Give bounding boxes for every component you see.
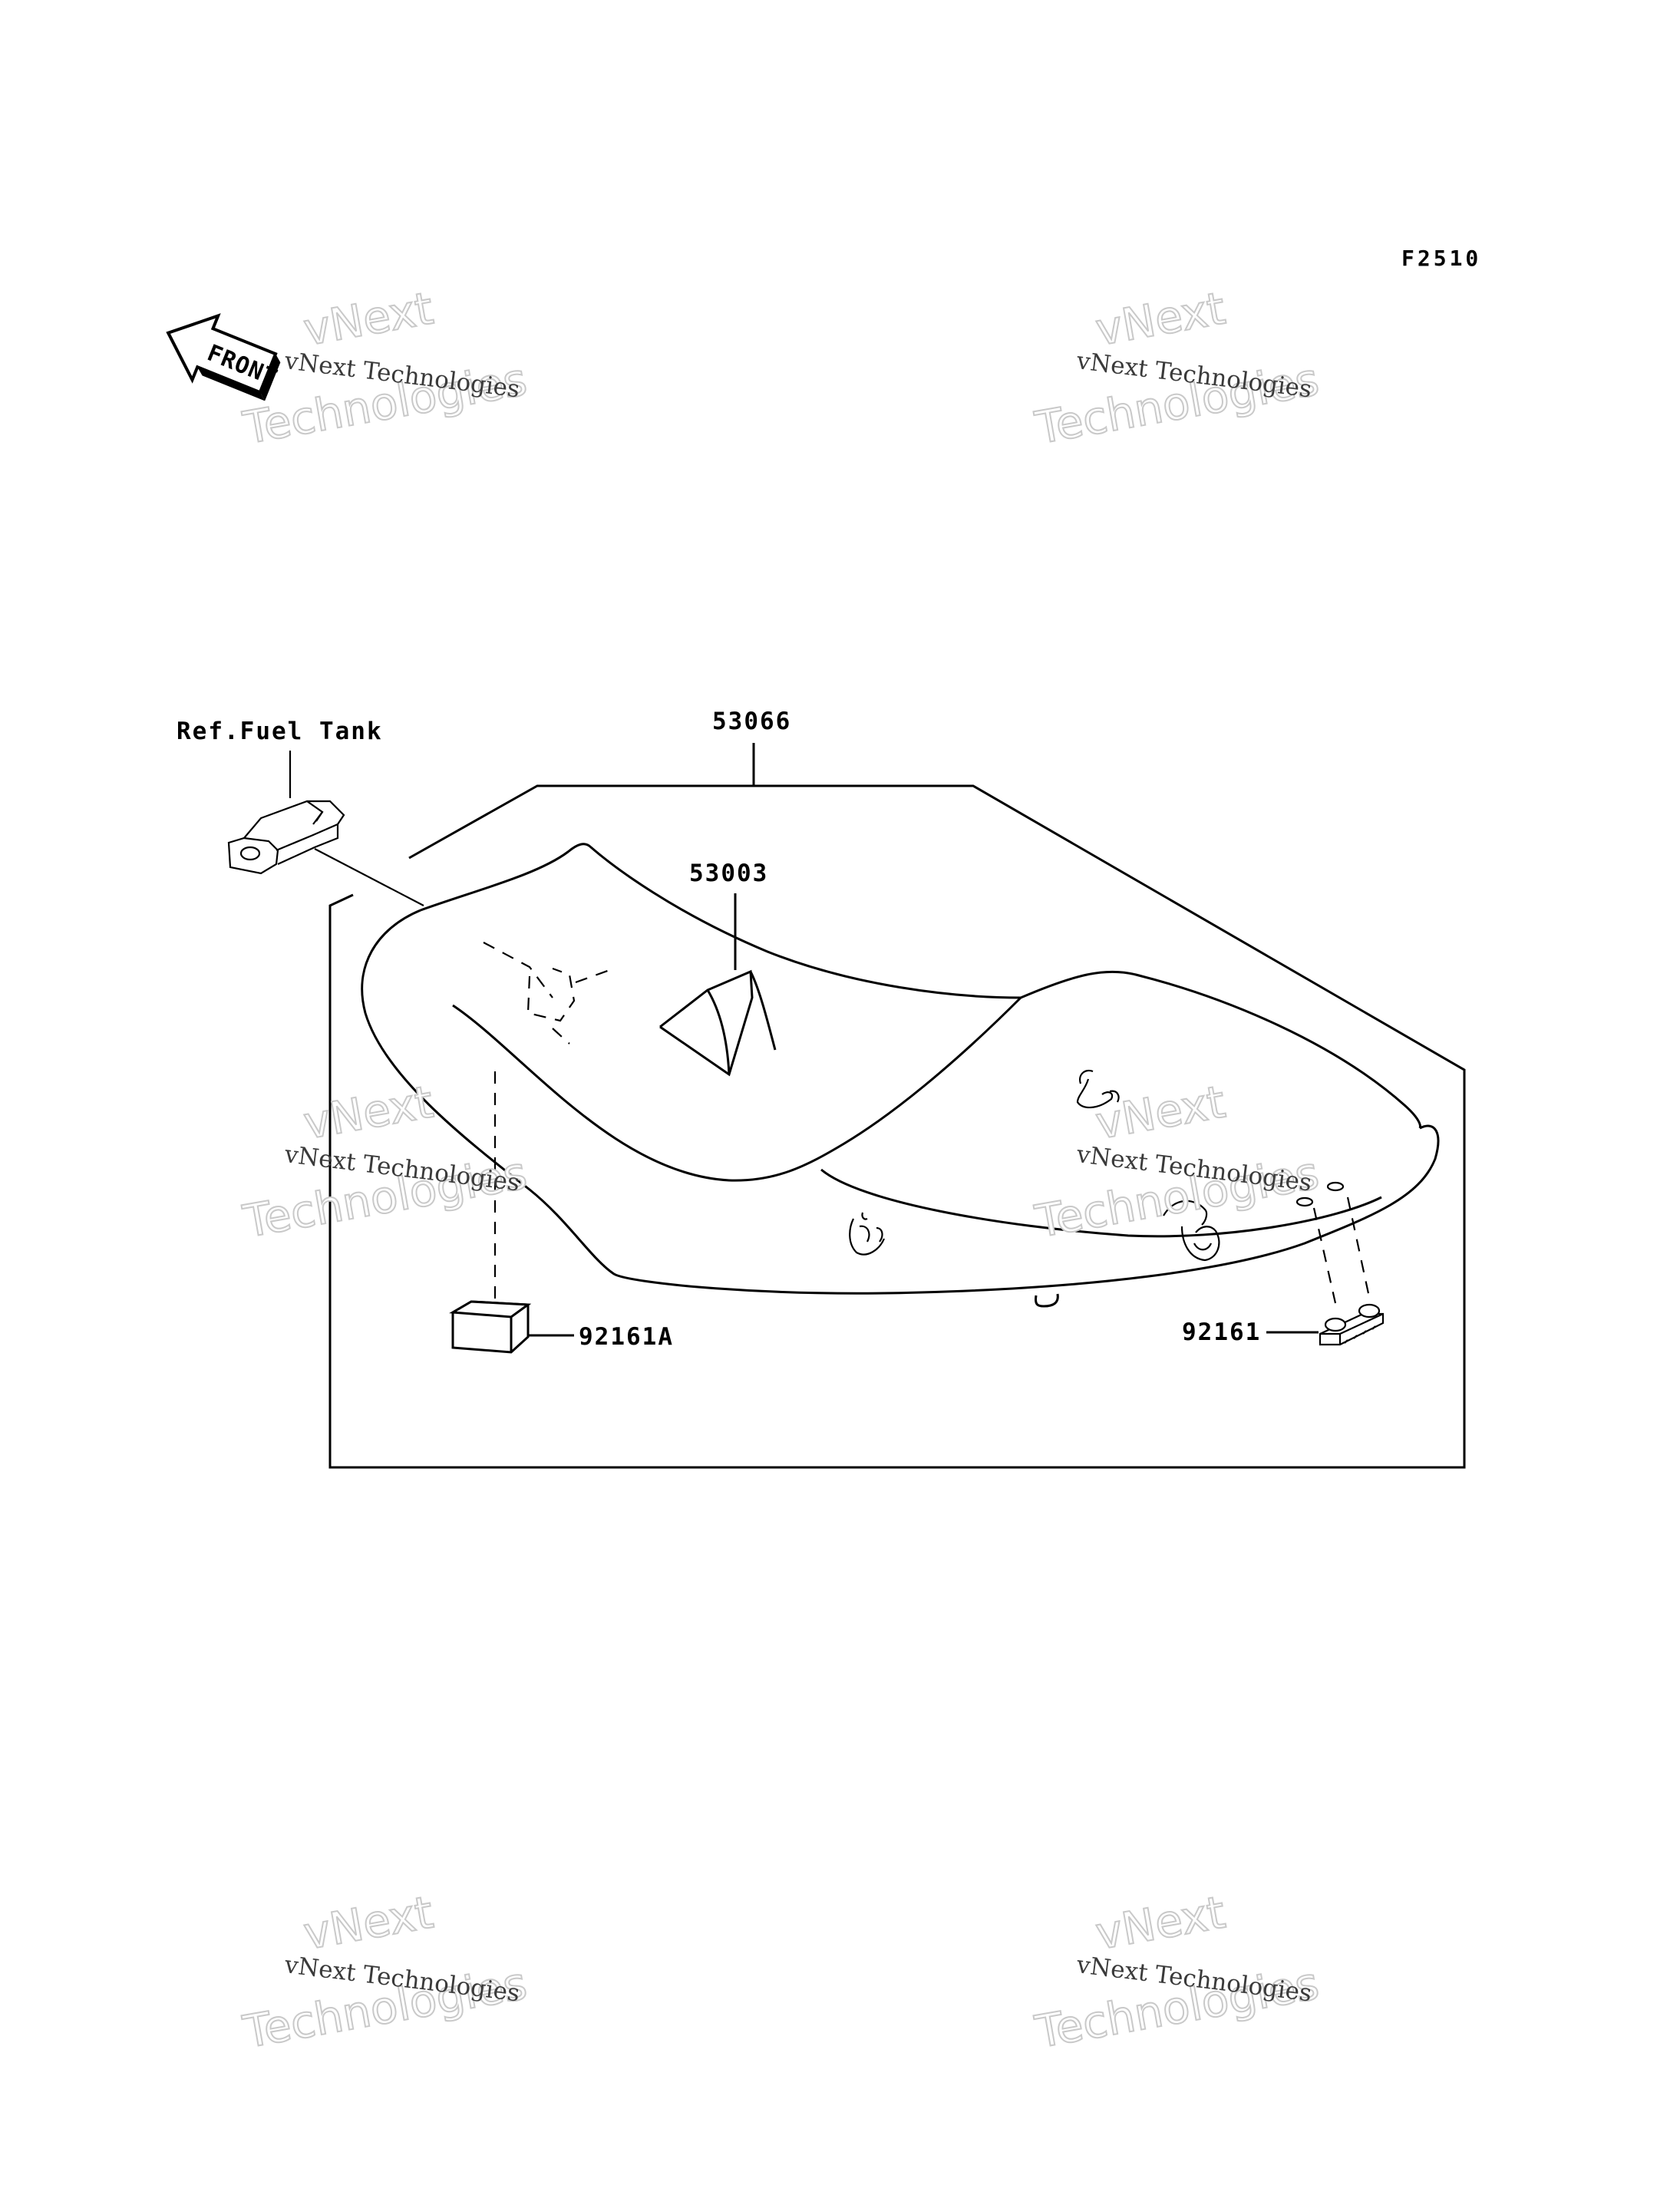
damper-92161 [1319, 1303, 1385, 1346]
watermark-mid-left: vNext Technologies vNext Technologies [239, 1074, 532, 1249]
bracket-dash-line [314, 848, 424, 906]
assembly-frame [328, 784, 1466, 1469]
seat-body [361, 843, 1440, 1308]
seat-clips [849, 1069, 1345, 1262]
svg-text:vNext: vNext [1092, 282, 1229, 355]
seat-tag [659, 969, 777, 1077]
svg-text:vNext: vNext [1092, 1886, 1229, 1959]
svg-text:vNext: vNext [300, 1886, 437, 1959]
hidden-mount-dashes [483, 942, 615, 1305]
watermark-top-left: vNext Technologies vNext Technologies [239, 281, 532, 455]
watermark-mid-right: vNext Technologies vNext Technologies [1031, 1074, 1324, 1249]
watermark-bottom-right: vNext Technologies vNext Technologies [1031, 1885, 1324, 2059]
svg-text:vNext: vNext [300, 1075, 437, 1149]
label-92161: 92161 [1182, 1318, 1261, 1346]
label-53003: 53003 [689, 860, 768, 887]
front-arrow-icon: FRONT [166, 313, 282, 401]
watermark-bottom-left: vNext Technologies vNext Technologies [239, 1885, 532, 2059]
damper-dash-2 [1346, 1196, 1371, 1298]
label-92161A: 92161A [579, 1323, 674, 1351]
label-ref-fuel-tank: Ref.Fuel Tank [177, 718, 383, 745]
damper-92161A [449, 1300, 532, 1354]
svg-text:vNext: vNext [300, 282, 437, 355]
svg-text:vNext: vNext [1092, 1075, 1229, 1149]
figure-code: F2510 [1401, 246, 1481, 271]
label-53066: 53066 [712, 708, 791, 735]
damper-dash-1 [1312, 1207, 1337, 1304]
watermark-top-right: vNext Technologies vNext Technologies [1031, 281, 1324, 455]
fuel-tank-bracket [227, 800, 345, 875]
